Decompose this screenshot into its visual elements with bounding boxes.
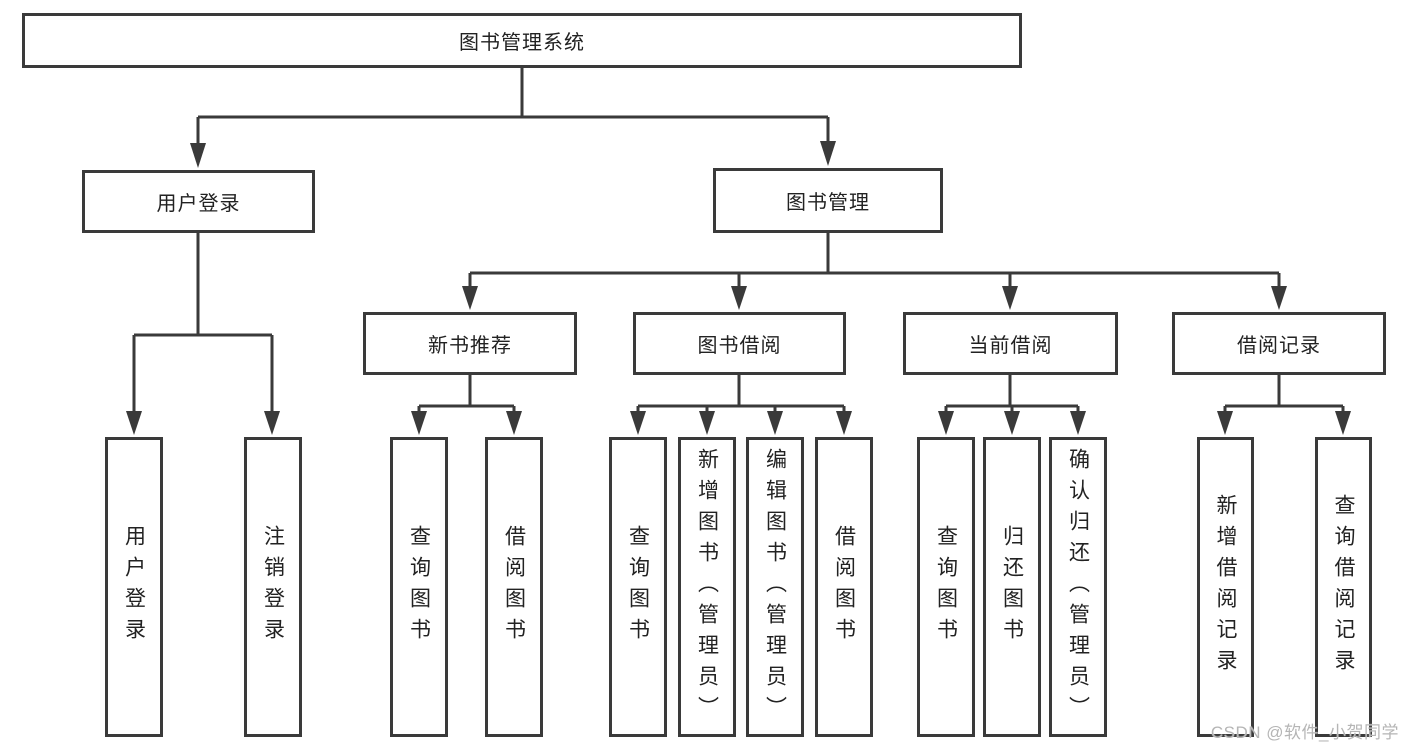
leaf-borrow-query-books-label: 查询图书: [626, 525, 650, 649]
leaf-return-books-label: 归还图书: [1000, 525, 1024, 649]
connector-root-to-level2: [190, 68, 836, 168]
leaf-edit-books-admin: 编辑图书（管理员）: [746, 437, 804, 737]
leaf-confirm-return-admin: 确认归还（管理员）: [1049, 437, 1107, 737]
leaf-add-borrow-record: 新增借阅记录: [1197, 437, 1254, 737]
leaf-edit-books-admin-label: 编辑图书（管理员）: [763, 447, 787, 727]
node-borrow-records-label: 借阅记录: [1237, 335, 1321, 357]
connector-new-book-recommend-children: [411, 375, 522, 435]
node-book-management: 图书管理: [713, 168, 943, 233]
leaf-add-books-admin: 新增图书（管理员）: [678, 437, 736, 737]
leaf-recommend-borrow-books: 借阅图书: [485, 437, 543, 737]
leaf-recommend-query-books-label: 查询图书: [407, 525, 431, 649]
leaf-recommend-borrow-books-label: 借阅图书: [502, 525, 526, 649]
leaf-logout: 注销登录: [244, 437, 302, 737]
node-book-borrow: 图书借阅: [633, 312, 846, 375]
leaf-query-borrow-record: 查询借阅记录: [1315, 437, 1372, 737]
leaf-borrow-query-books: 查询图书: [609, 437, 667, 737]
node-current-borrow-label: 当前借阅: [968, 335, 1053, 357]
leaf-query-borrow-record-label: 查询借阅记录: [1332, 494, 1355, 680]
leaf-add-borrow-record-label: 新增借阅记录: [1214, 494, 1237, 680]
node-user-login: 用户登录: [82, 170, 315, 233]
node-new-book-recommend-label: 新书推荐: [428, 335, 512, 357]
leaf-user-login-label: 用户登录: [122, 525, 146, 649]
leaf-return-books: 归还图书: [983, 437, 1041, 737]
node-borrow-records: 借阅记录: [1172, 312, 1386, 375]
node-library-system-label: 图书管理系统: [459, 32, 585, 54]
connector-current-borrow-children: [938, 375, 1086, 435]
leaf-current-query-books: 查询图书: [917, 437, 975, 737]
leaf-borrow-books-label: 借阅图书: [832, 525, 856, 649]
leaf-current-query-books-label: 查询图书: [934, 525, 958, 649]
node-book-management-label: 图书管理: [786, 192, 870, 214]
node-library-system: 图书管理系统: [22, 13, 1022, 68]
node-book-borrow-label: 图书借阅: [697, 335, 782, 357]
connector-book-borrow-children: [630, 375, 852, 435]
leaf-confirm-return-admin-label: 确认归还（管理员）: [1066, 447, 1090, 727]
csdn-watermark: CSDN @软件_小贺同学: [1210, 723, 1399, 742]
connector-user-login-children: [126, 233, 280, 435]
leaf-user-login: 用户登录: [105, 437, 163, 737]
leaf-recommend-query-books: 查询图书: [390, 437, 448, 737]
node-current-borrow: 当前借阅: [903, 312, 1118, 375]
leaf-add-books-admin-label: 新增图书（管理员）: [695, 447, 719, 727]
leaf-logout-label: 注销登录: [261, 525, 285, 649]
connector-book-management-children: [462, 233, 1287, 310]
connector-borrow-records-children: [1217, 375, 1351, 435]
node-user-login-label: 用户登录: [156, 193, 241, 215]
leaf-borrow-books: 借阅图书: [815, 437, 873, 737]
node-new-book-recommend: 新书推荐: [363, 312, 577, 375]
